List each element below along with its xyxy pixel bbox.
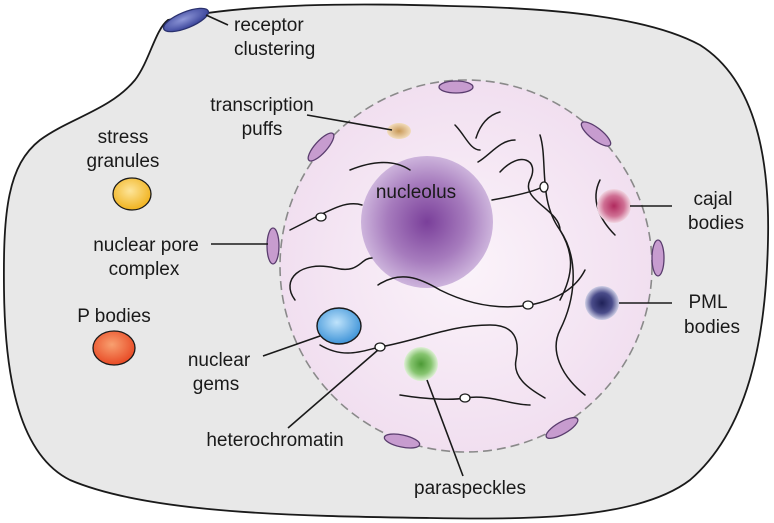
label-nuclear-gems: nuclear	[188, 350, 251, 371]
knot	[539, 181, 549, 193]
stress-granules-shape	[112, 177, 152, 211]
label-nucleolus: nucleolus	[376, 182, 456, 203]
label-paraspeckles: paraspeckles	[414, 478, 526, 499]
knot	[374, 342, 386, 352]
label-nuclear-pore-complex-2: complex	[109, 259, 180, 280]
knot	[459, 393, 471, 403]
label-stress-granules: stress	[98, 127, 149, 148]
pore	[266, 227, 280, 265]
pml-bodies-shape	[585, 286, 619, 320]
nuclear-gems-shape	[316, 307, 362, 345]
label-nuclear-pore-complex: nuclear pore	[93, 235, 199, 256]
transcription-puffs-shape	[387, 123, 411, 139]
label-nuclear-gems-2: gems	[193, 374, 239, 395]
label-stress-granules-2: granules	[87, 151, 160, 172]
p-bodies-shape	[92, 330, 136, 366]
pore	[651, 239, 665, 277]
label-transcription-puffs-2: puffs	[242, 119, 283, 140]
label-p-bodies: P bodies	[77, 306, 151, 327]
leader-heterochromatin	[287, 349, 379, 429]
label-heterochromatin: heterochromatin	[206, 430, 343, 451]
label-transcription-puffs: transcription	[210, 95, 314, 116]
label-pml-bodies: PML	[688, 292, 727, 313]
knot	[522, 300, 534, 310]
nuclear-pores	[266, 80, 665, 449]
heterochromatin-knots	[315, 181, 549, 403]
leader-gems	[262, 335, 321, 357]
leader-paraspeckles	[426, 379, 464, 477]
label-cajal-bodies: cajal	[693, 189, 732, 210]
label-pml-bodies-2: bodies	[684, 317, 740, 338]
leader-puffs	[306, 114, 393, 131]
pore	[438, 80, 474, 94]
pore	[580, 121, 612, 147]
leader-receptor	[205, 14, 229, 26]
nucleolus-body	[361, 156, 493, 288]
label-cajal-bodies-2: bodies	[688, 213, 744, 234]
cajal-bodies-shape	[597, 189, 631, 223]
paraspeckles-shape	[404, 347, 438, 381]
label-receptor-clustering: receptor	[234, 15, 304, 36]
pore	[307, 132, 335, 162]
pore	[545, 416, 579, 440]
label-receptor-clustering-2: clustering	[234, 39, 315, 60]
leader-lines	[205, 14, 672, 477]
receptor-clustering-shape	[162, 7, 210, 33]
knot	[315, 212, 327, 222]
pore	[383, 433, 421, 449]
